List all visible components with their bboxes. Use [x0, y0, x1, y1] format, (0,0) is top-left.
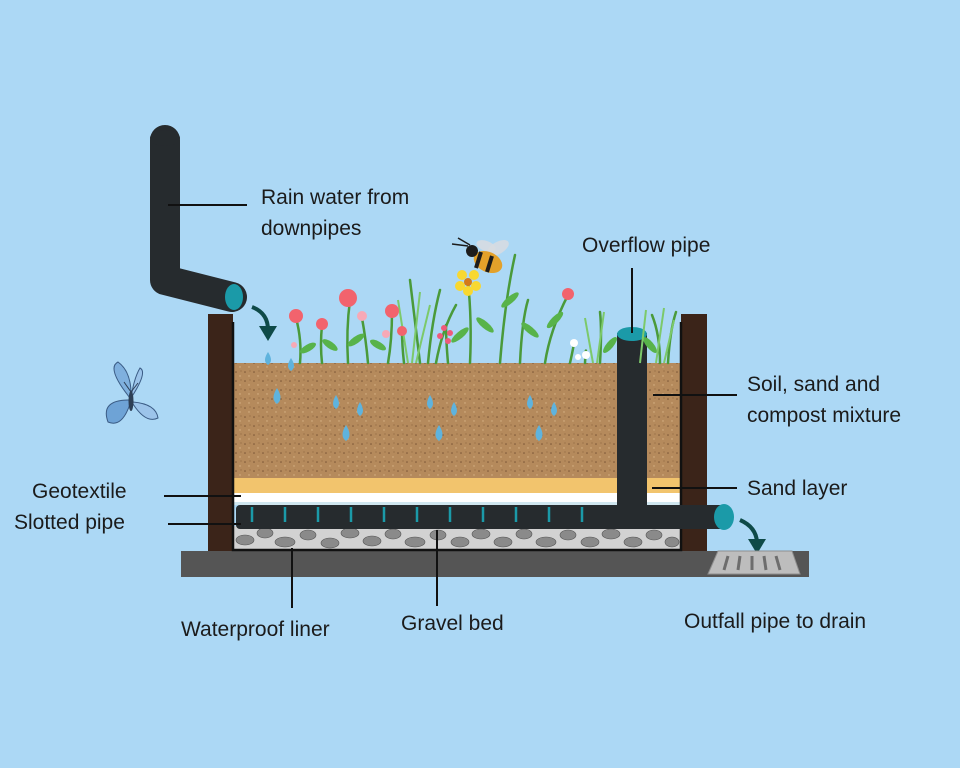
geotextile-band	[233, 493, 681, 502]
label-rain-water: Rain water from downpipes	[261, 186, 410, 240]
leader-lines	[164, 204, 737, 608]
downpipe-opening	[225, 284, 243, 310]
inflow-arrow-icon	[251, 305, 277, 341]
label-overflow-pipe: Overflow pipe	[582, 234, 711, 257]
label-outfall-pipe: Outfall pipe to drain	[684, 610, 867, 633]
gravel-bed	[233, 526, 681, 550]
butterfly-icon	[105, 361, 159, 424]
label-sand-layer: Sand layer	[747, 477, 848, 500]
bee-icon	[451, 237, 509, 274]
left-wall	[208, 314, 233, 551]
outflow-arrow-icon	[739, 518, 766, 554]
water-drops	[265, 352, 557, 441]
plants	[289, 253, 678, 365]
drain-grate-icon	[707, 550, 801, 575]
label-soil-mix: Soil, sand and compost mixture	[747, 373, 902, 427]
outfall-pipe-opening	[714, 504, 734, 530]
ground-base	[181, 551, 809, 577]
label-gravel-bed: Gravel bed	[401, 612, 504, 635]
slotted-pipe	[236, 504, 734, 530]
soil-layer	[233, 363, 681, 478]
label-waterproof-liner: Waterproof liner	[181, 618, 330, 641]
sand-band	[233, 478, 681, 493]
label-geotextile: Geotextile	[32, 480, 127, 503]
overflow-pipe	[617, 327, 647, 521]
downpipe	[150, 125, 247, 312]
label-slotted-pipe: Slotted pipe	[14, 511, 125, 534]
yellow-flower-icon	[455, 270, 481, 296]
waterproof-liner	[231, 322, 683, 552]
